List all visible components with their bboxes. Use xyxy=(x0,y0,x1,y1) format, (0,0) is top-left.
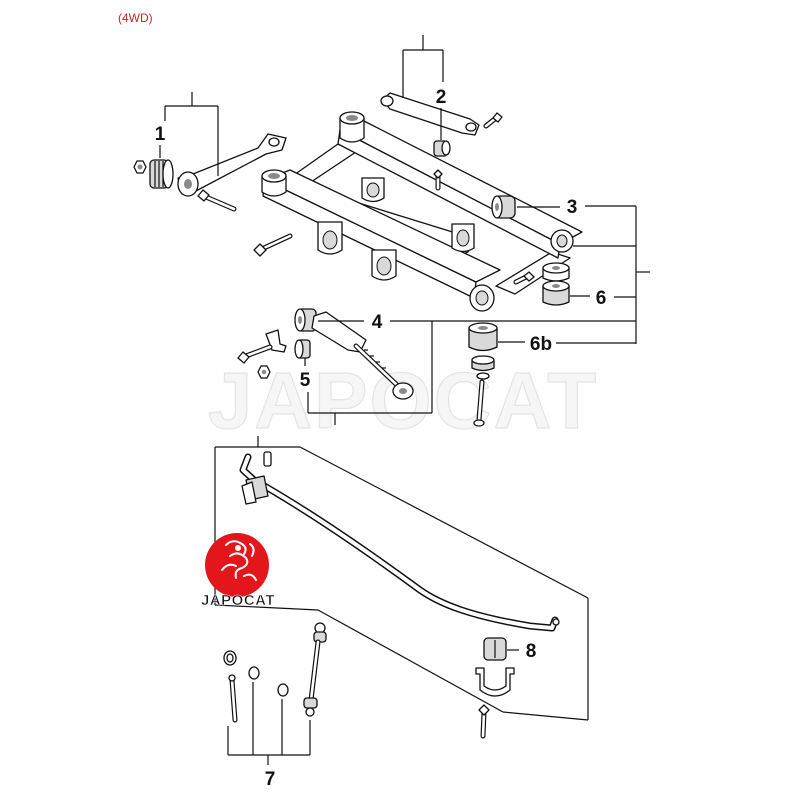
trailing-link-2 xyxy=(380,92,480,136)
callout-6: 6 xyxy=(596,288,607,309)
stabilizer-clip-top xyxy=(263,451,272,467)
rear-subframe xyxy=(261,111,583,312)
callout-3: 3 xyxy=(567,197,578,218)
subframe-mount xyxy=(371,249,397,281)
bushing-5 xyxy=(294,339,311,359)
insulator-6 xyxy=(542,262,570,282)
lateral-arm-1 xyxy=(177,133,287,197)
logo-text: JAPOCAT xyxy=(201,592,275,609)
bolt-1 xyxy=(197,189,237,212)
subframe-collar-rear-right xyxy=(550,229,574,253)
stabilizer-bar xyxy=(239,453,560,632)
retaining-clip-7 xyxy=(223,650,237,666)
subframe-collar-front-right xyxy=(469,284,495,312)
pin-7 xyxy=(228,674,238,723)
frame-bolt-right xyxy=(513,271,535,285)
subframe-mount xyxy=(451,223,475,253)
frame-bolt-left xyxy=(253,233,293,257)
clamp-bolt-8 xyxy=(478,704,490,739)
japocat-logo: JAPOCAT xyxy=(201,533,275,609)
nut-1 xyxy=(133,160,147,174)
bolt-4 xyxy=(237,344,273,364)
subframe-tower-front-left xyxy=(261,169,287,197)
stabilizer-clamp-8 xyxy=(475,667,515,697)
callout-5: 5 xyxy=(300,370,311,391)
callout-7: 7 xyxy=(265,769,276,790)
bolt-2 xyxy=(483,112,503,129)
subframe-tower-rear-left xyxy=(339,111,365,143)
callout-1: 1 xyxy=(155,124,166,145)
bushing-1 xyxy=(149,159,174,189)
retaining-ring-7 xyxy=(248,666,260,680)
bushing-6b xyxy=(468,322,498,352)
stabilizer-link xyxy=(303,622,327,717)
callout-6b: 6b xyxy=(530,334,552,355)
frame-bolt-top xyxy=(433,169,443,191)
callout-lines xyxy=(159,35,650,765)
callout-2: 2 xyxy=(436,87,447,108)
variant-label: (4WD) xyxy=(118,11,153,25)
callout-4: 4 xyxy=(372,312,383,333)
watermark: JAPOCAT xyxy=(208,356,598,445)
lower-arm-4 xyxy=(311,311,414,400)
logo-figure-icon xyxy=(221,540,257,581)
subframe-mount xyxy=(317,221,343,255)
washer-6b xyxy=(471,355,495,380)
bushing-4 xyxy=(294,308,317,332)
bushing-2 xyxy=(433,140,451,157)
nut-4 xyxy=(257,365,271,379)
stabilizer-bushing-8 xyxy=(483,637,507,661)
retaining-ring-7 xyxy=(277,683,289,697)
stabilizer-bushing-left xyxy=(241,475,269,505)
bushing-6 xyxy=(542,280,570,306)
callout-8: 8 xyxy=(526,641,537,662)
bolt-6b xyxy=(473,379,485,427)
bushing-3 xyxy=(491,195,516,219)
subframe-mount xyxy=(361,177,385,203)
